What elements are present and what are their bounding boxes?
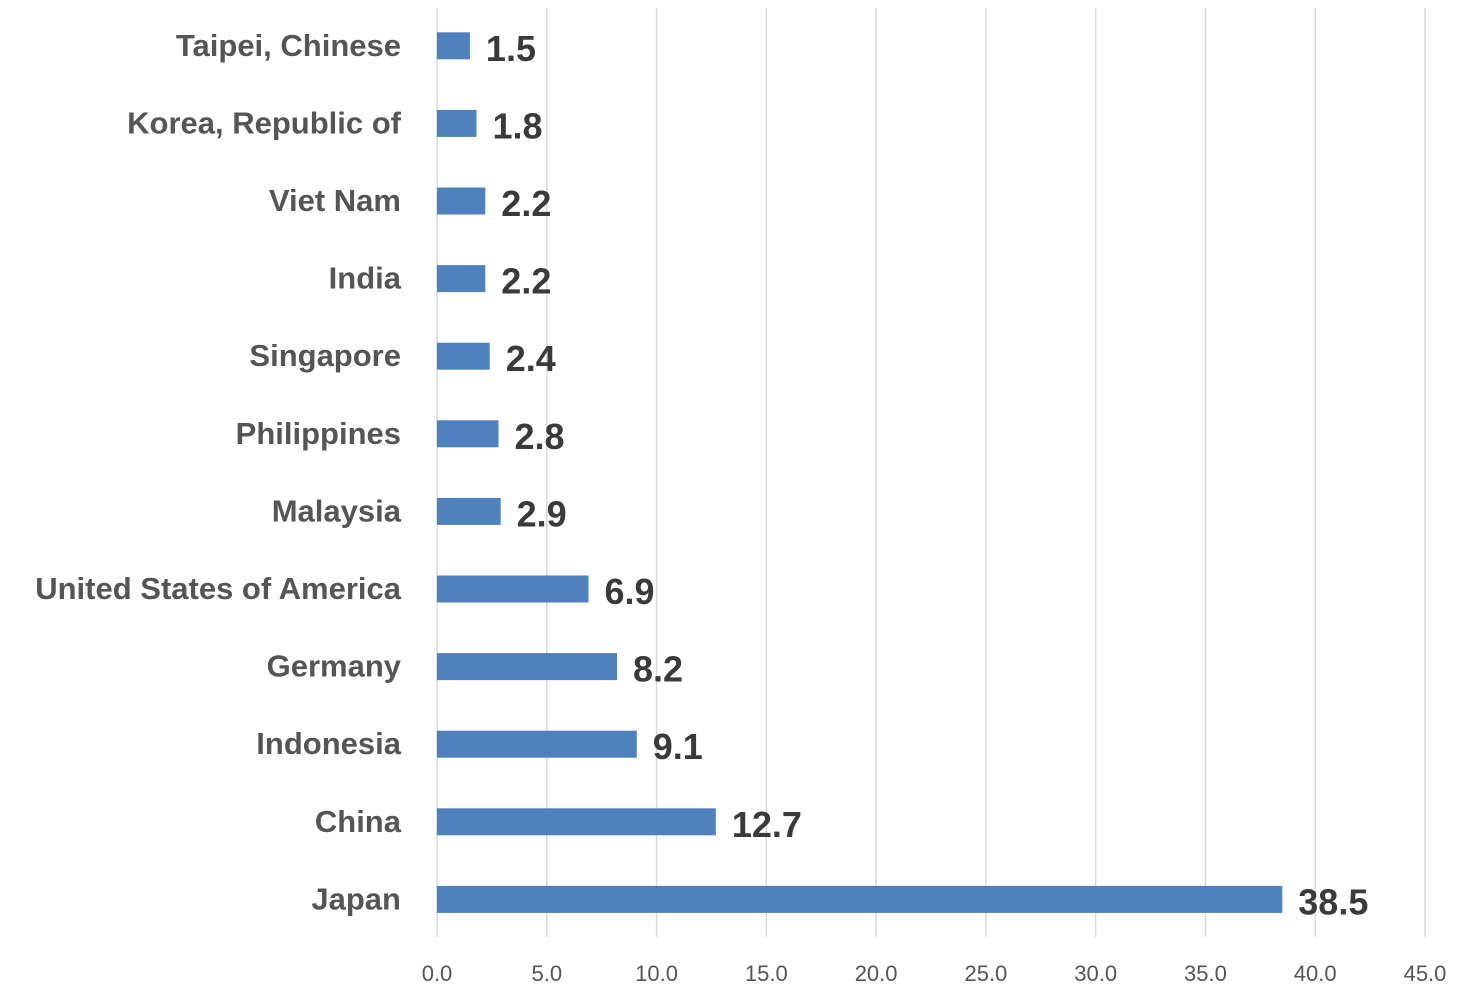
bar — [437, 109, 477, 137]
category-label: Philippines — [236, 416, 401, 451]
x-tick-label: 25.0 — [964, 961, 1007, 986]
bar — [437, 187, 486, 215]
category-label: Germany — [267, 649, 402, 684]
data-label: 2.2 — [501, 261, 551, 302]
category-label: United States of America — [35, 571, 402, 606]
category-label: India — [329, 261, 402, 296]
bar — [437, 32, 470, 60]
data-label: 1.8 — [493, 105, 543, 146]
bars — [437, 32, 1283, 913]
gridlines — [436, 8, 1426, 937]
category-label: Japan — [311, 881, 401, 916]
category-label: China — [315, 804, 402, 839]
data-label: 8.2 — [633, 649, 683, 690]
bar — [437, 653, 618, 681]
category-label: Singapore — [249, 338, 401, 373]
category-label: Malaysia — [272, 493, 402, 528]
bar — [437, 808, 716, 836]
x-tick-label: 20.0 — [855, 961, 898, 986]
value-labels: 1.5 1.8 2.2 2.2 2.4 2.8 2.9 6.9 8.2 9.1 12.7 38.5 — [486, 28, 1368, 923]
x-tick-label: 35.0 — [1184, 961, 1227, 986]
data-label: 2.2 — [501, 183, 551, 224]
category-label: Viet Nam — [269, 183, 401, 218]
bar — [437, 497, 501, 525]
x-tick-label: 10.0 — [635, 961, 678, 986]
bar — [437, 342, 490, 370]
category-label: Korea, Republic of — [127, 105, 402, 140]
bar — [437, 730, 637, 758]
data-label: 1.5 — [486, 28, 536, 69]
bar — [437, 420, 499, 448]
bar — [437, 265, 486, 293]
x-tick-label: 45.0 — [1404, 961, 1447, 986]
data-label: 2.4 — [506, 338, 556, 379]
x-tick-label: 5.0 — [531, 961, 562, 986]
x-tick-label: 30.0 — [1074, 961, 1117, 986]
x-tick-labels: 0.0 5.0 10.0 15.0 20.0 25.0 30.0 35.0 40.0 45.0 — [422, 961, 1447, 986]
data-label: 2.9 — [517, 493, 567, 534]
bar — [437, 885, 1283, 913]
x-tick-label: 15.0 — [745, 961, 788, 986]
bar — [437, 575, 589, 603]
data-label: 12.7 — [732, 804, 802, 845]
data-label: 6.9 — [604, 571, 654, 612]
data-label: 38.5 — [1298, 881, 1368, 922]
category-label: Indonesia — [256, 726, 401, 761]
data-label: 9.1 — [653, 726, 703, 767]
category-label: Taipei, Chinese — [176, 28, 401, 63]
x-tick-label: 40.0 — [1294, 961, 1337, 986]
data-label: 2.8 — [514, 416, 564, 457]
x-tick-label: 0.0 — [422, 961, 453, 986]
